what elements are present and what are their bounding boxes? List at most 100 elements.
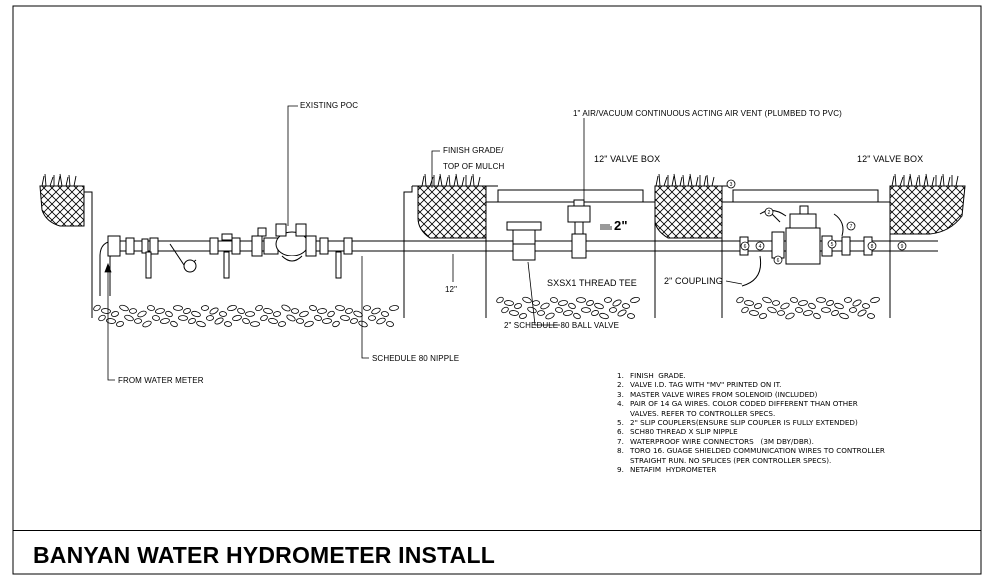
gravel-stone [206, 315, 214, 321]
note-text: VALVE I.D. TAG WITH "MV" PRINTED ON IT. [630, 380, 782, 390]
soil-sections [39, 185, 966, 239]
gravel-stone [367, 315, 376, 321]
gravel-stone [857, 309, 867, 317]
gravel-stone [137, 310, 147, 318]
gravel-stone [627, 313, 635, 319]
note-number: 8. [617, 446, 624, 456]
note-number: 4. [617, 399, 624, 409]
gravel-stone [555, 307, 563, 313]
nipple-label: SCHEDULE 80 NIPPLE [372, 354, 460, 363]
gravel-stone [834, 302, 844, 310]
leader-lines [104, 105, 743, 381]
gravel-stone [808, 302, 816, 310]
gravel-stone [281, 304, 291, 312]
gravel-stone [514, 303, 522, 309]
backflow-assembly [125, 223, 353, 279]
gravel-stone [134, 318, 142, 324]
gravel-stone [849, 307, 857, 313]
gravel-stone [286, 314, 296, 322]
gravel-stone [741, 306, 749, 314]
gravel-stone [224, 321, 232, 327]
gravel-stone [242, 317, 250, 325]
gravel-stone [214, 317, 224, 325]
note-text: MASTER VALVE WIRES FROM SOLENOID (INCLUD… [630, 389, 818, 399]
gravel-stone [630, 296, 640, 304]
gravel-stone [237, 307, 245, 315]
gravel-stone [862, 303, 870, 309]
note-item: 9.NETAFIM HYDROMETER [617, 465, 885, 474]
gravel-stone [358, 320, 368, 328]
coupling-label: 2" COUPLING [664, 276, 723, 286]
gravel-stone [594, 302, 604, 310]
note-text: 2" SLIP COUPLERS(ENSURE SLIP COUPLER IS … [630, 418, 858, 428]
gravel-stone [537, 310, 545, 316]
depth-label: 12" [445, 285, 458, 294]
marker-number: 6 [777, 258, 780, 264]
valve-box-label-2: 12" VALVE BOX [857, 154, 924, 164]
air-vent-label: 1" AIR/VACUUM CONTINUOUS ACTING AIR VENT… [573, 109, 842, 118]
note-text: FINISH GRADE. [630, 371, 686, 380]
gravel-stone [232, 314, 242, 322]
gravel-stone [795, 307, 803, 313]
gravel-stone [173, 305, 183, 311]
gravel-stone [798, 300, 808, 306]
marker-number: 2 [768, 210, 771, 216]
gravel-stone [612, 299, 622, 307]
note-item: 5.2" SLIP COUPLERS(ENSURE SLIP COUPLER I… [617, 418, 885, 427]
air-vent [567, 199, 591, 259]
gravel-stone [749, 310, 759, 316]
gravel-stone [327, 310, 335, 318]
gravel-stone [501, 306, 509, 314]
gravel-stone [322, 318, 332, 324]
gravel-stone [170, 320, 178, 328]
existing-poc-label: EXISTING POC [300, 101, 359, 110]
gravel-stone [519, 313, 527, 319]
note-item: 8.TORO 16. GUAGE SHIELDED COMMUNICATION … [617, 446, 885, 465]
gravel-stone [147, 305, 155, 311]
gravel-stone [509, 310, 519, 316]
note-item: 1.FINISH GRADE. [617, 371, 885, 380]
gravel-stone [813, 312, 821, 320]
ball-valve-label: 2" SCHEDULE 80 BALL VALVE [504, 321, 620, 330]
pipe-size-label: 2" [614, 218, 628, 233]
gravel-stone [296, 318, 304, 324]
gravel-stone [142, 320, 152, 328]
gravel-stone [201, 305, 209, 311]
gravel-stone [762, 296, 772, 304]
note-text: WATERPROOF WIRE CONNECTORS (3M DBY/DBR). [630, 436, 814, 446]
thread-tee-label: SXSX1 THREAD TEE [547, 278, 637, 288]
numbered-markers [726, 179, 907, 265]
gravel-stone [345, 308, 353, 314]
gravel-stone [381, 311, 389, 317]
note-number: 2. [617, 380, 624, 390]
gravel-stone [550, 297, 558, 303]
gravel-stone [522, 296, 532, 304]
note-item: 3. MASTER VALVE WIRES FROM SOLENOID (INCL… [617, 390, 885, 399]
gravel-stone [299, 310, 309, 318]
gravel-stone [777, 310, 785, 316]
marker-number: 4 [759, 244, 762, 250]
gravel-stone [98, 314, 106, 322]
gravel-stone [340, 315, 350, 321]
gravel-stone [852, 299, 862, 307]
marker-number: 9 [901, 244, 904, 250]
top-of-mulch-label: TOP OF MULCH [443, 162, 505, 171]
gravel-stone [191, 310, 201, 318]
vault-walls [83, 186, 891, 318]
gravel-stone [278, 321, 286, 327]
gravel-stone [273, 311, 281, 317]
gravel-stone [545, 312, 555, 320]
gravel-stone [568, 302, 576, 310]
gravel-stone [350, 318, 358, 324]
note-number: 3. [617, 389, 624, 399]
gravel-stone [617, 309, 627, 317]
notes-list: 1.FINISH GRADE.2. VALVE I.D. TAG WITH "MV… [617, 371, 885, 474]
gravel-stone [362, 305, 371, 311]
gravel-stone [219, 311, 227, 317]
gravel-stone [581, 307, 591, 313]
gravel-stone [183, 308, 191, 314]
gravel-stone [291, 308, 299, 314]
gravel-stone [332, 320, 340, 328]
gravel-stone [844, 297, 852, 303]
drawing-title: BANYAN WATER HYDROMETER INSTALL [33, 542, 495, 568]
